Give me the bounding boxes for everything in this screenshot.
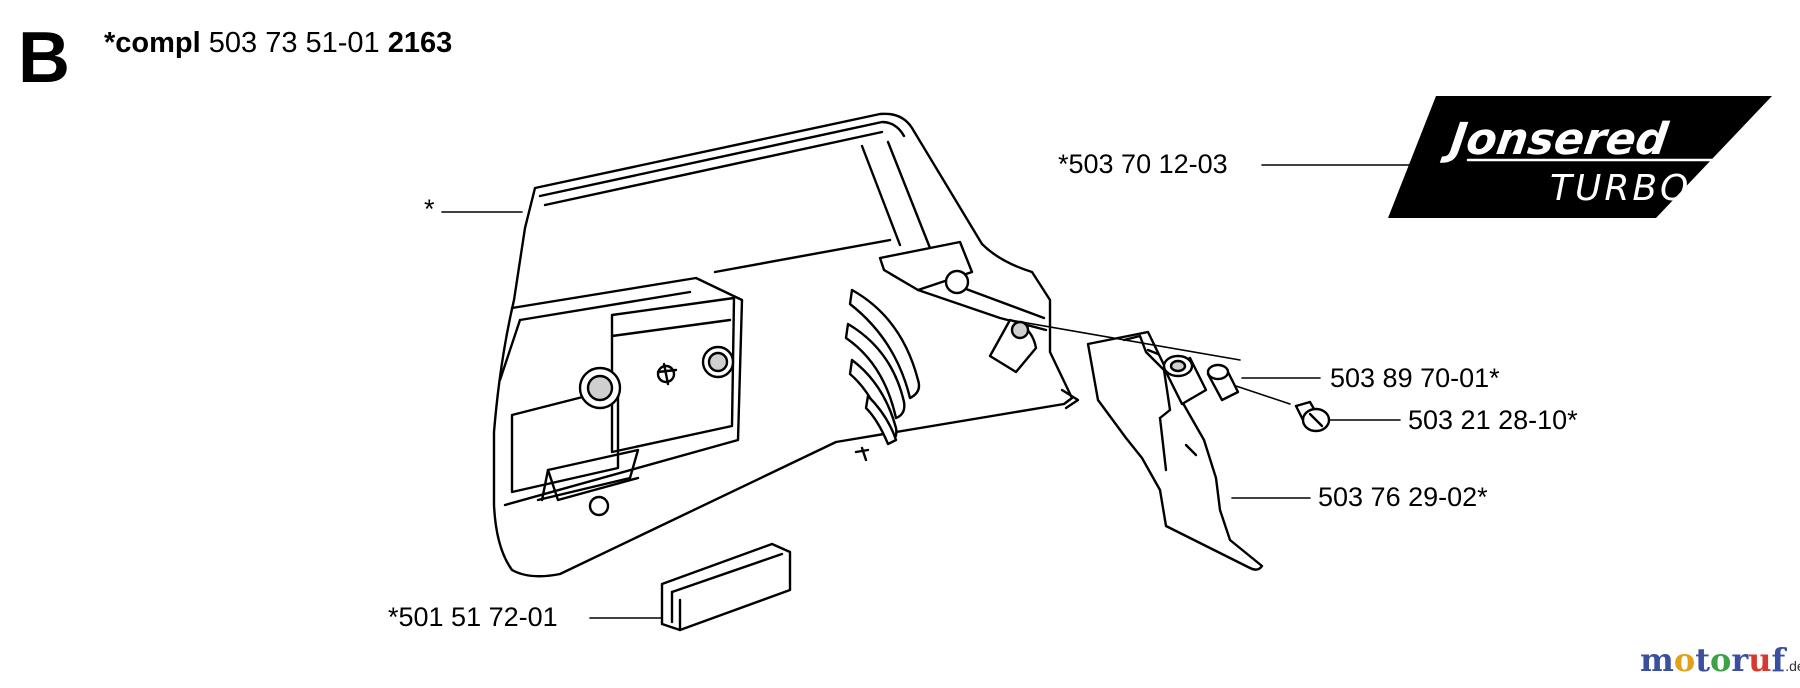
screw <box>1294 400 1331 433</box>
pad <box>660 542 792 632</box>
guard-plate <box>1086 330 1264 571</box>
callout-housing: * <box>424 194 435 224</box>
watermark-letter: f <box>1771 641 1786 679</box>
watermark-letter: o <box>1709 641 1732 679</box>
callout-guard-plate: 503 76 29-02* <box>1318 482 1488 512</box>
header-page-code: 2163 <box>387 27 453 59</box>
leader-lines <box>441 164 1437 619</box>
jonsered-turbo-logo <box>1388 96 1772 218</box>
watermark-letter: t <box>1695 641 1710 679</box>
sleeve <box>1162 354 1240 406</box>
section-letter: B <box>18 18 70 98</box>
watermark-tld: .de <box>1785 658 1800 674</box>
watermark-letters: motoruf <box>1640 641 1785 679</box>
watermark-letter: u <box>1748 641 1772 679</box>
logo-brand: Jonsered <box>1439 114 1672 165</box>
callout-sleeve: 503 89 70-01* <box>1330 363 1500 393</box>
site-watermark: motoruf.de <box>1640 644 1800 676</box>
header-prefix: *compl <box>104 27 201 59</box>
watermark-letter: o <box>1673 641 1696 679</box>
logo-model: TURBO <box>1550 168 1691 209</box>
chain-cover-housing <box>492 112 1080 578</box>
header-part-number: 503 73 51-01 <box>208 27 380 59</box>
assembly-header: *compl 503 73 51-01 2163 <box>104 26 452 61</box>
watermark-letter: m <box>1640 641 1674 679</box>
callout-decal: *503 70 12-03 <box>1058 149 1228 179</box>
watermark-letter: r <box>1731 641 1749 679</box>
callout-pad: *501 51 72-01 <box>388 602 558 632</box>
callout-screw: 503 21 28-10* <box>1408 405 1578 435</box>
